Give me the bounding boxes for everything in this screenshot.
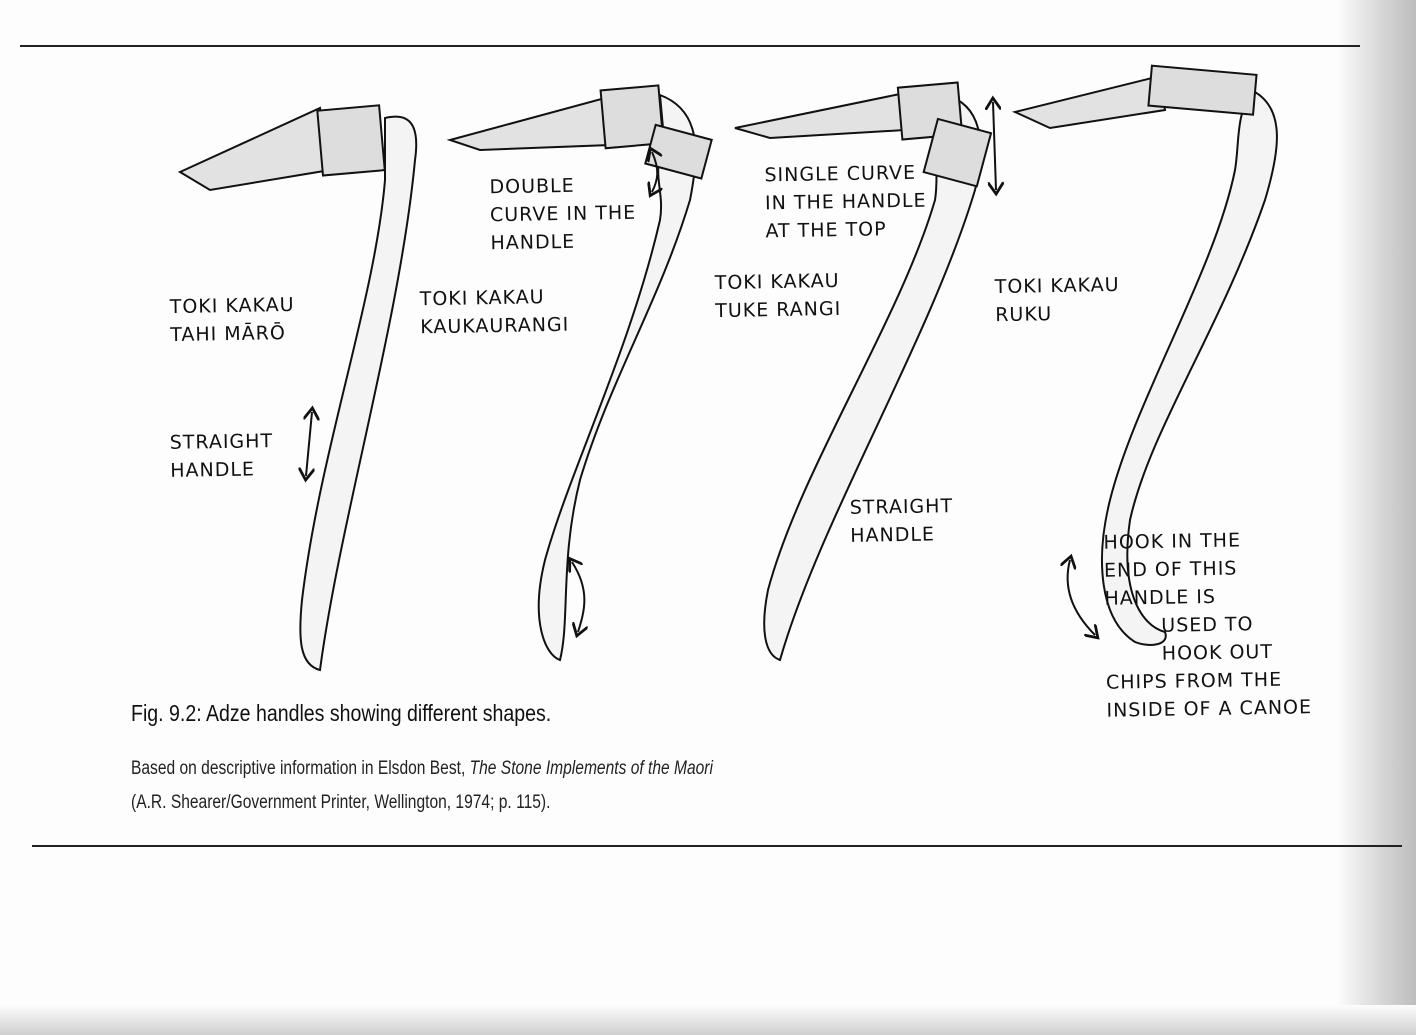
- double-arrow: [306, 412, 312, 476]
- figure-source-line-1: Based on descriptive information in Elsd…: [131, 758, 713, 779]
- page-edge-shadow: [1336, 0, 1416, 1035]
- adze-3-note: SINGLE CURVE IN THE HANDLE AT THE TOP: [764, 161, 927, 243]
- double-arrow: [572, 562, 584, 632]
- adze-2-name: TOKI KAKAU KAUKAURANGI: [419, 286, 570, 339]
- double-arrow: [652, 152, 657, 192]
- top-rule: [20, 45, 1360, 47]
- figure-source-line-2: (A.R. Shearer/Government Printer, Wellin…: [131, 792, 551, 813]
- adze-3-drawing: [734, 81, 993, 662]
- adze-1-note: STRAIGHT HANDLE: [169, 430, 274, 482]
- adze-1-drawing: [177, 104, 418, 672]
- adze-3-note2: STRAIGHT HANDLE: [849, 495, 954, 547]
- adze-1-name: TOKI KAKAU TAHI MĀRŌ: [169, 293, 295, 347]
- adze-3-name: TOKI KAKAU TUKE RANGI: [714, 269, 842, 323]
- page-bottom-shadow: [0, 1005, 1416, 1035]
- adze-4-name: TOKI KAKAU RUKU: [994, 273, 1120, 327]
- adze-4-drawing: [1011, 64, 1278, 646]
- double-arrow: [1068, 560, 1095, 635]
- adze-4-note: HOOK IN THE END OF THIS HANDLE IS USED T…: [1103, 529, 1313, 722]
- bottom-rule: [32, 845, 1402, 847]
- figure-caption: Fig. 9.2: Adze handles showing different…: [131, 700, 552, 726]
- adze-2-note: DOUBLE CURVE IN THE HANDLE: [489, 174, 637, 255]
- double-arrow: [993, 102, 996, 190]
